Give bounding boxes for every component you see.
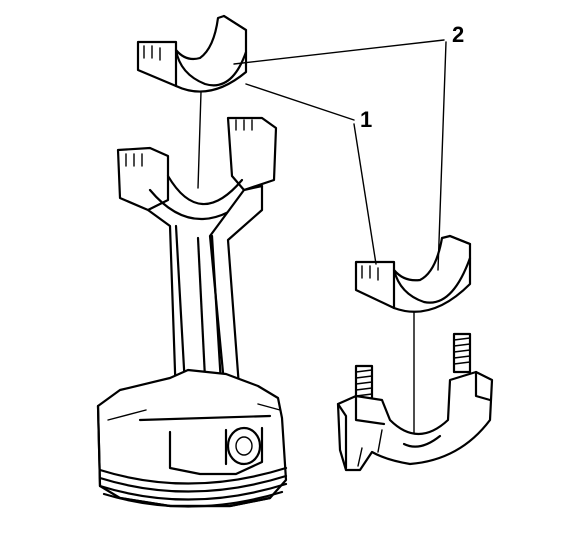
upper-bearing-insert [136, 14, 248, 93]
rod-cap [336, 332, 494, 472]
callout-1-leader-upper [245, 83, 355, 121]
connecting-rod [116, 116, 278, 414]
callout-2: 2 [233, 22, 464, 271]
callout-1: 1 [245, 83, 377, 265]
callout-2-leader-lower [437, 41, 447, 271]
upper-bearing-leader [197, 91, 202, 189]
callout-1-leader-lower [353, 123, 377, 265]
callout-2-label: 2 [452, 22, 464, 47]
callout-1-label: 1 [360, 107, 372, 132]
callout-2-leader-upper [233, 39, 445, 65]
lower-bearing-insert [354, 234, 472, 313]
piston [96, 368, 288, 508]
